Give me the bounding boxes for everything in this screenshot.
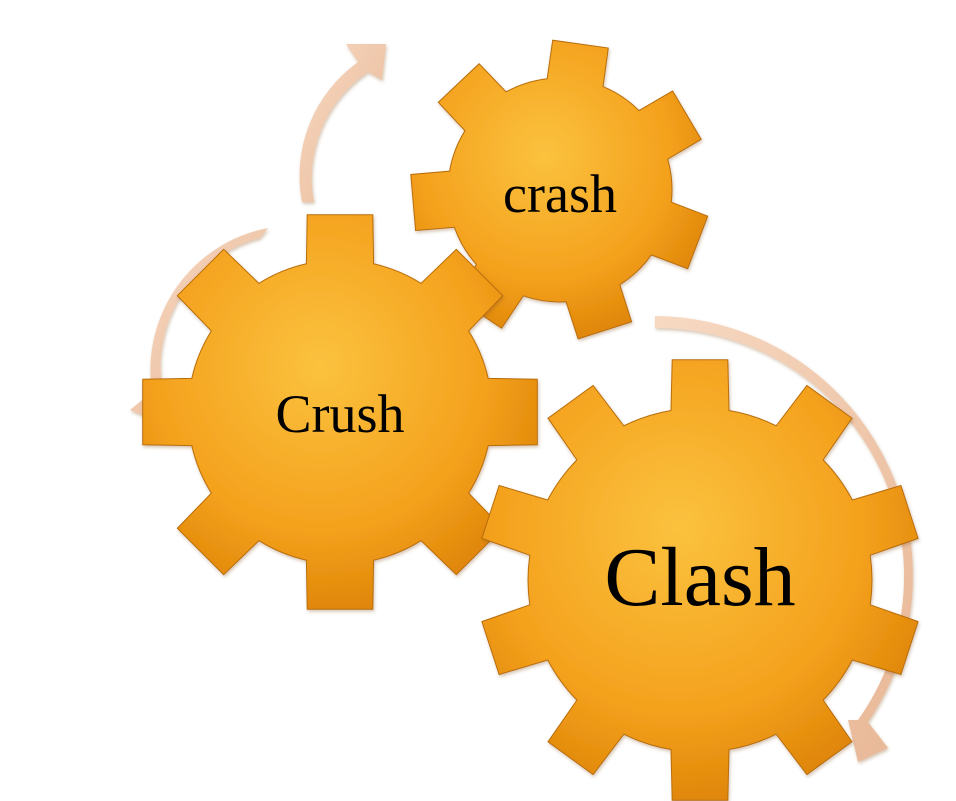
gear-clash: Clash <box>481 359 919 801</box>
gear-crush: Crush <box>142 214 538 610</box>
gear-label-clash: Clash <box>604 531 795 624</box>
gear-label-crash: crash <box>503 164 617 224</box>
gear-label-crush: Crush <box>275 384 404 444</box>
gear-crash: crash <box>410 39 709 340</box>
cycle-arrow-top <box>299 44 386 202</box>
